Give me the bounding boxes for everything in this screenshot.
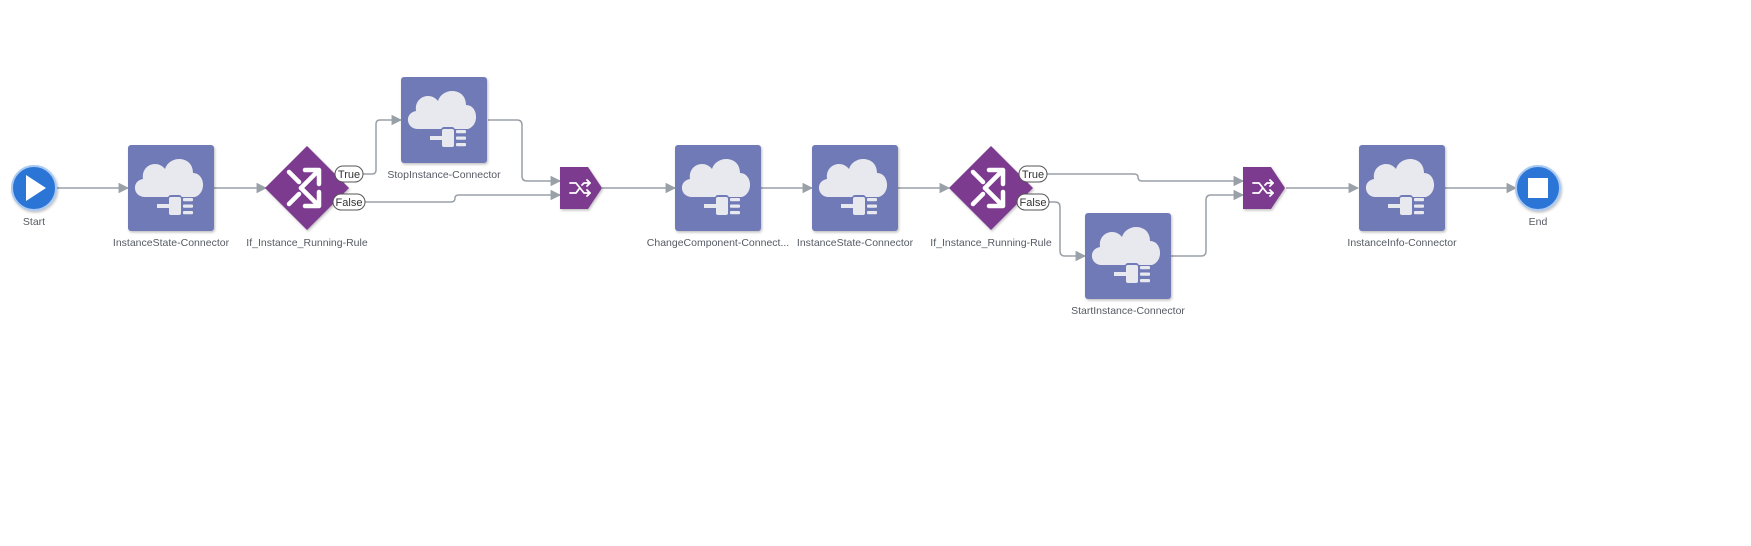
node-label: StopInstance-Connector xyxy=(387,169,501,181)
branch-badge-false[interactable]: False xyxy=(1016,193,1050,211)
branch-label: False xyxy=(336,197,363,209)
merge-node-2[interactable] xyxy=(1243,167,1285,209)
node-label: If_Instance_Running-Rule xyxy=(246,237,368,249)
node-label: If_Instance_Running-Rule xyxy=(930,237,1052,249)
connector-instancestate-1[interactable]: InstanceState-Connector xyxy=(113,145,230,249)
node-label: ChangeComponent-Connect... xyxy=(647,237,789,249)
connector-instancestate-2[interactable]: InstanceState-Connector xyxy=(797,145,914,249)
branch-label: True xyxy=(338,169,360,181)
edge-rule2-true-merge2[interactable] xyxy=(1046,173,1245,187)
stop-icon xyxy=(1528,178,1548,198)
edge-rule1-true-stop[interactable] xyxy=(363,114,403,175)
edges xyxy=(57,114,1518,262)
rule-if-instance-running-1[interactable]: If_Instance_Running-Rule xyxy=(246,146,368,249)
edge-rule1-false-merge1[interactable] xyxy=(363,189,562,203)
start-label: Start xyxy=(23,216,45,228)
merge-node-1[interactable] xyxy=(560,167,602,209)
node-label: InstanceInfo-Connector xyxy=(1347,237,1457,249)
branch-label: True xyxy=(1022,169,1044,181)
branch-badge-true[interactable]: True xyxy=(1018,165,1048,183)
end-node[interactable]: End xyxy=(1515,165,1561,228)
connector-stopinstance[interactable]: StopInstance-Connector xyxy=(387,77,501,181)
branch-badge-true[interactable]: True xyxy=(334,165,364,183)
connector-instanceinfo[interactable]: InstanceInfo-Connector xyxy=(1347,145,1457,249)
rule-if-instance-running-2[interactable]: If_Instance_Running-Rule xyxy=(930,146,1052,249)
connector-changecomponent[interactable]: ChangeComponent-Connect... xyxy=(647,145,789,249)
connector-startinstance[interactable]: StartInstance-Connector xyxy=(1071,213,1185,317)
node-label: InstanceState-Connector xyxy=(113,237,230,249)
edge-startinst-merge2[interactable] xyxy=(1171,189,1245,257)
play-icon xyxy=(26,175,46,201)
end-label: End xyxy=(1529,216,1548,228)
edge-stop-merge1[interactable] xyxy=(488,119,562,187)
node-label: InstanceState-Connector xyxy=(797,237,914,249)
branch-badge-false[interactable]: False xyxy=(332,193,366,211)
node-label: StartInstance-Connector xyxy=(1071,305,1185,317)
branch-label: False xyxy=(1020,197,1047,209)
edge-rule2-false-startinst[interactable] xyxy=(1046,201,1087,262)
start-node[interactable]: Start xyxy=(11,165,57,228)
